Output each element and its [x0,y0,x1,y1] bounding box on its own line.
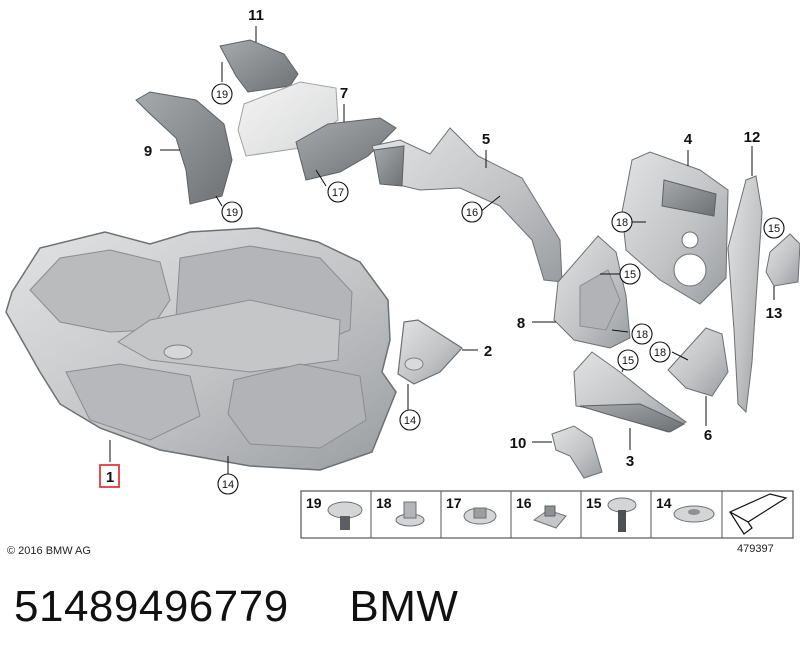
expanding-rivet-icon [607,497,637,532]
svg-text:15: 15 [768,223,780,235]
svg-text:19: 19 [226,207,238,219]
part-13-clip [765,233,800,300]
part-info-footer: 51489496779 BMW [14,582,794,652]
circled-ref: 17 [327,181,349,203]
callout-12: 12 [744,129,761,146]
circled-ref: 19 [221,201,243,223]
legend-item-15: 15 [586,495,602,511]
parts-diagram: 11 7 9 5 4 12 2 8 10 3 6 13 1 19 19 17 1… [5,7,800,557]
part-1-underbody-shield [5,227,397,474]
callout-6: 6 [704,427,712,444]
circled-ref: 14 [217,473,239,495]
svg-text:14: 14 [222,479,234,491]
svg-text:15: 15 [624,269,636,281]
callout-2: 2 [484,343,492,360]
brand-name: BMW [349,582,459,631]
circled-ref: 15 [619,263,641,285]
part-2-bracket-plate [397,319,478,410]
svg-text:15: 15 [622,355,634,367]
callout-1: 1 [106,469,114,486]
clip-nut-icon [463,507,497,525]
svg-text:17: 17 [332,187,344,199]
legend-item-18: 18 [376,495,392,511]
legend-item-19: 19 [306,495,322,511]
svg-text:19: 19 [216,89,228,101]
callout-9: 9 [144,143,152,160]
push-rivet-icon [327,501,363,530]
callout-1-highlighted: 1 [99,464,120,488]
part-6-bracket [667,327,729,426]
callout-13: 13 [766,305,783,322]
part-11-cover [219,26,299,93]
part-8-heat-shield [532,235,631,349]
legend-item-14: 14 [656,495,672,511]
part-4-heat-shield [621,150,729,305]
callout-3: 3 [626,453,634,470]
circled-ref: 18 [631,323,653,345]
callout-5: 5 [482,131,490,148]
copyright-notice: © 2016 BMW AG [7,545,91,557]
overview-arrow-icon [728,493,788,535]
callout-11: 11 [248,7,264,24]
circled-ref: 14 [399,409,421,431]
callout-labels: 11 7 9 5 4 12 2 8 10 3 6 13 [144,7,783,470]
part-12-strip [727,146,763,414]
circled-ref: 19 [211,83,233,105]
legend-item-17: 17 [446,495,462,511]
part-9-wheelhouse-shield [135,91,233,207]
part-7-shield [295,104,397,187]
svg-text:18: 18 [636,329,648,341]
callout-7: 7 [340,85,348,102]
part-10-clips [532,425,603,479]
svg-text:18: 18 [616,217,628,229]
svg-text:16: 16 [466,207,478,219]
flange-nut-icon [532,505,567,529]
circled-ref: 18 [611,211,633,233]
fastener-legend: 19 18 17 16 15 14 [300,490,794,539]
callout-10: 10 [510,435,527,452]
circled-ref: 18 [649,341,671,363]
nut-icon [395,501,425,527]
circled-ref: 15 [617,349,639,371]
legend-item-16: 16 [516,495,532,511]
svg-text:18: 18 [654,347,666,359]
callout-4: 4 [684,131,693,148]
callout-8: 8 [517,315,525,332]
highlight-box [99,464,120,488]
circled-ref: 15 [763,217,785,239]
circled-references: 19 19 17 16 18 15 15 18 18 15 14 14 [211,83,785,495]
svg-text:14: 14 [404,415,416,427]
circled-ref: 16 [461,201,483,223]
part-number: 51489496779 [14,582,289,631]
washer-clip-icon [673,505,715,523]
diagram-number: 479397 [737,543,774,555]
part-3-shield [573,351,687,450]
